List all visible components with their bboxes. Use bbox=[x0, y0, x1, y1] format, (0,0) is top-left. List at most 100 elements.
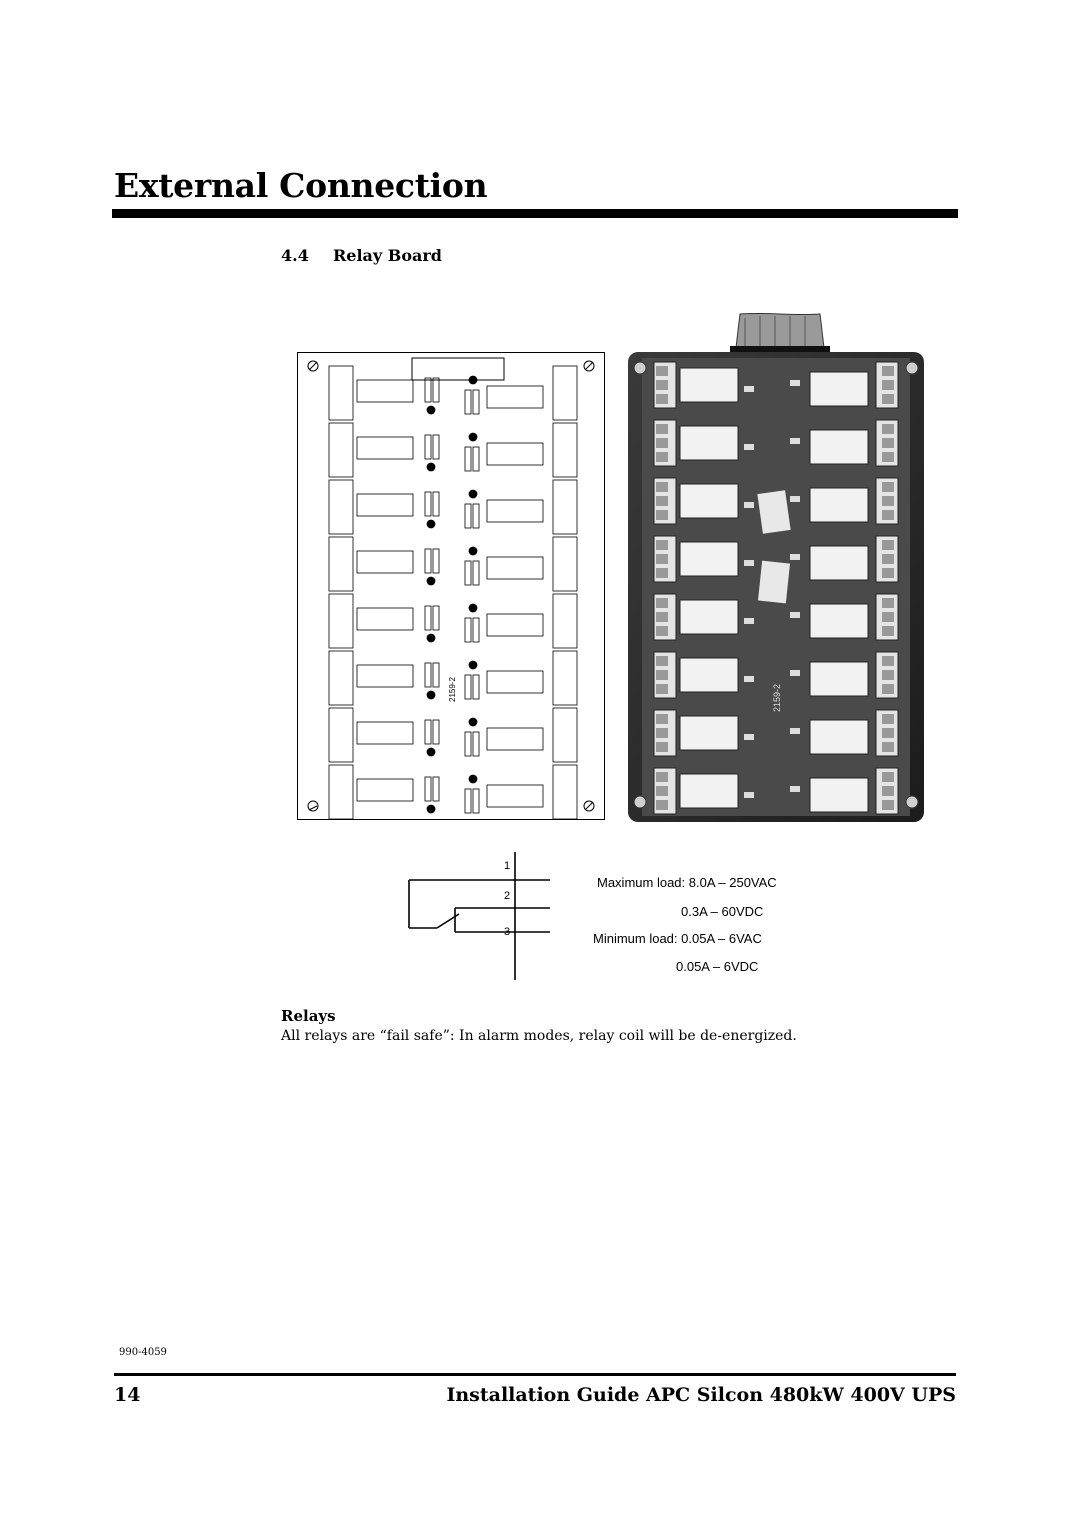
photo-detail bbox=[656, 742, 668, 752]
schematic-line bbox=[424, 662, 432, 688]
photo-detail bbox=[809, 429, 869, 465]
schematic-line bbox=[468, 432, 478, 442]
photo-detail bbox=[679, 715, 739, 751]
photo-detail bbox=[809, 719, 869, 755]
spec-max-load-dc: 0.3A – 60VDC bbox=[681, 904, 764, 919]
photo-detail bbox=[882, 482, 894, 492]
schematic-line bbox=[552, 536, 578, 592]
photo-detail bbox=[656, 554, 668, 564]
photo-detail bbox=[790, 496, 800, 502]
photo-detail bbox=[790, 728, 800, 734]
photo-detail bbox=[790, 380, 800, 386]
photo-detail bbox=[656, 670, 668, 680]
relay-contact-diagram: 1 2 3 bbox=[408, 852, 550, 980]
photo-detail bbox=[882, 800, 894, 810]
photo-detail bbox=[656, 684, 668, 694]
terminal-2-label: 2 bbox=[504, 890, 510, 902]
schematic-line bbox=[424, 491, 432, 517]
schematic-line bbox=[424, 605, 432, 631]
schematic-line bbox=[472, 503, 480, 529]
schematic-line bbox=[472, 389, 480, 415]
schematic-line bbox=[472, 560, 480, 586]
schematic-line bbox=[328, 650, 354, 706]
schematic-line bbox=[328, 764, 354, 820]
page-number: 14 bbox=[114, 1384, 141, 1406]
photo-detail bbox=[882, 496, 894, 506]
photo-detail bbox=[679, 541, 739, 577]
schematic-line bbox=[328, 479, 354, 535]
spec-min-load-ac: Minimum load: 0.05A – 6VAC bbox=[593, 931, 762, 946]
schematic-line bbox=[424, 776, 432, 802]
schematic-line bbox=[432, 491, 440, 517]
schematic-line bbox=[356, 493, 414, 517]
schematic-line bbox=[464, 503, 472, 529]
photo-detail bbox=[744, 560, 754, 566]
schematic-line bbox=[426, 747, 436, 757]
terminal-3-label: 3 bbox=[504, 926, 510, 938]
schematic-line bbox=[472, 617, 480, 643]
doc-number: 990-4059 bbox=[119, 1347, 167, 1358]
schematic-line bbox=[468, 546, 478, 556]
schematic-line bbox=[328, 536, 354, 592]
photo-detail bbox=[882, 540, 894, 550]
photo-detail bbox=[744, 734, 754, 740]
photo-detail bbox=[882, 742, 894, 752]
photo-detail bbox=[656, 496, 668, 506]
photo-detail bbox=[809, 661, 869, 697]
schematic-line bbox=[426, 462, 436, 472]
spec-max-load-ac: Maximum load: 8.0A – 250VAC bbox=[597, 875, 777, 890]
photo-detail bbox=[656, 510, 668, 520]
schematic-line bbox=[464, 560, 472, 586]
photo-detail bbox=[656, 394, 668, 404]
photo-detail bbox=[882, 510, 894, 520]
photo-detail bbox=[679, 483, 739, 519]
photo-detail bbox=[656, 482, 668, 492]
schematic-line bbox=[432, 377, 440, 403]
photo-detail bbox=[809, 371, 869, 407]
photo-detail bbox=[656, 800, 668, 810]
photo-detail bbox=[882, 772, 894, 782]
photo-detail bbox=[882, 366, 894, 376]
photo-detail bbox=[744, 444, 754, 450]
photo-board-label: 2159-2 bbox=[772, 684, 782, 712]
photo-detail bbox=[790, 438, 800, 444]
schematic-line bbox=[472, 788, 480, 814]
schematic-line bbox=[552, 365, 578, 421]
relays-note: All relays are “fail safe”: In alarm mod… bbox=[281, 1028, 797, 1044]
relay-board-photo: 2159-2 bbox=[628, 312, 924, 822]
photo-detail bbox=[882, 714, 894, 724]
schematic-line bbox=[424, 548, 432, 574]
photo-detail bbox=[656, 656, 668, 666]
schematic-line bbox=[468, 717, 478, 727]
schematic-line bbox=[464, 389, 472, 415]
photo-detail bbox=[882, 728, 894, 738]
photo-detail bbox=[809, 487, 869, 523]
photo-detail bbox=[656, 728, 668, 738]
schematic-line bbox=[328, 593, 354, 649]
schematic-line bbox=[426, 405, 436, 415]
schematic-line bbox=[552, 707, 578, 763]
schematic-line bbox=[486, 385, 544, 409]
photo-detail bbox=[809, 545, 869, 581]
schematic-line bbox=[486, 727, 544, 751]
relay-board-schematic: 2159-2 bbox=[297, 352, 605, 820]
section-title: Relay Board bbox=[333, 246, 442, 265]
photo-detail bbox=[882, 568, 894, 578]
schematic-line bbox=[432, 776, 440, 802]
schematic-line bbox=[424, 377, 432, 403]
schematic-line bbox=[472, 674, 480, 700]
guide-title: Installation Guide APC Silcon 480kW 400V… bbox=[446, 1384, 956, 1406]
photo-detail bbox=[882, 380, 894, 390]
schematic-line bbox=[356, 778, 414, 802]
schematic-line bbox=[424, 719, 432, 745]
photo-detail bbox=[882, 786, 894, 796]
photo-detail bbox=[679, 657, 739, 693]
schematic-line bbox=[468, 375, 478, 385]
schematic-line bbox=[356, 436, 414, 460]
schematic-line bbox=[432, 548, 440, 574]
chapter-title: External Connection bbox=[114, 166, 488, 205]
chapter-title-rule bbox=[112, 209, 958, 218]
photo-detail bbox=[679, 367, 739, 403]
photo-detail bbox=[882, 612, 894, 622]
section-number: 4.4 bbox=[281, 246, 309, 265]
